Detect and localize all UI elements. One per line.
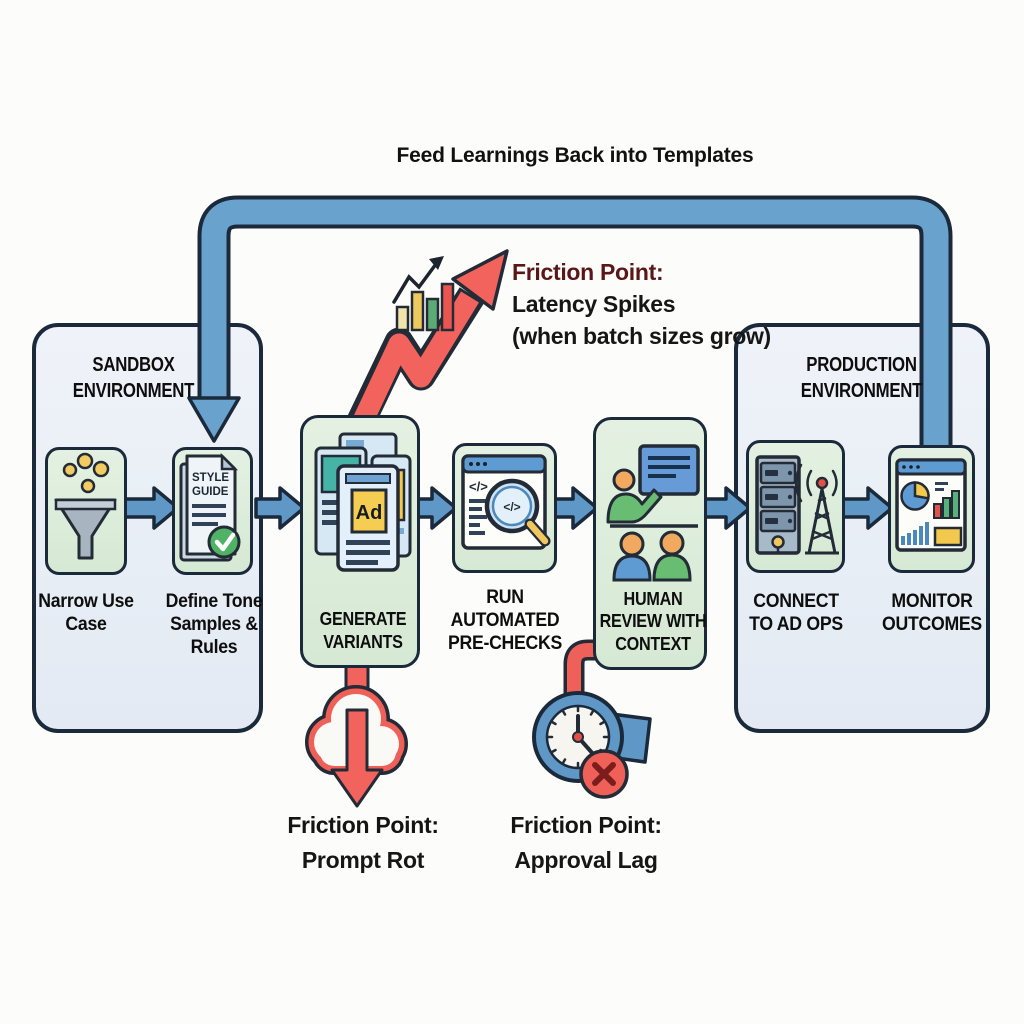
connect-ad-ops-box: [746, 440, 845, 573]
decay-cloud-arrow-icon: [305, 646, 408, 808]
feedback-loop-label: Feed Learnings Back into Templates: [396, 144, 754, 167]
friction-prompt-rot-heading: Friction Point:: [287, 812, 439, 838]
production-title: PRODUCTION ENVIRONMENT: [800, 354, 923, 403]
friction-latency-line1: Latency Spikes: [512, 291, 676, 317]
presentation-people-icon: [606, 444, 700, 582]
style-guide-doc-icon: STYLE GUIDE: [179, 452, 241, 562]
friction-latency-heading: Friction Point:: [512, 259, 664, 285]
arrow-sandbox-to-generate-icon: [254, 486, 306, 530]
arrow-prechecks-to-review-icon: [549, 486, 599, 530]
doc-title-line1: STYLE: [192, 472, 229, 484]
funnel-icon: [54, 452, 117, 560]
friction-prompt-rot-text: Friction Point: Prompt Rot: [268, 808, 458, 878]
prechecks-label: RUN AUTOMATED PRE-CHECKS: [447, 587, 563, 655]
narrow-use-case-label: Narrow Use Case: [38, 591, 134, 636]
clock-rejected-icon: [532, 639, 652, 799]
generate-variants-label: GENERATE VARIANTS: [319, 609, 407, 652]
human-review-box: HUMAN REVIEW WITH CONTEXT: [593, 417, 707, 670]
friction-latency-line2: (when batch sizes grow): [512, 323, 771, 349]
monitor-outcomes-box: [888, 445, 975, 573]
connect-ad-ops-label: CONNECT TO AD OPS: [749, 591, 843, 636]
human-review-label: HUMAN REVIEW WITH CONTEXT: [599, 588, 707, 654]
style-guide-box: STYLE GUIDE: [172, 447, 253, 575]
code-glyph-label: </>: [469, 479, 488, 494]
friction-approval-lag-text: Friction Point: Approval Lag: [486, 808, 686, 878]
dashboard-metrics-icon: [895, 458, 967, 552]
define-tone-label: Define Tone Samples & Rules: [165, 591, 263, 659]
prechecks-box: </> </>: [452, 443, 557, 573]
narrow-use-case-box: [45, 447, 127, 575]
friction-latency-text: Friction Point: Latency Spikes (when bat…: [512, 256, 792, 352]
friction-prompt-rot-line1: Prompt Rot: [301, 847, 425, 873]
magnifier-glyph-label: </>: [503, 500, 520, 514]
ad-badge-label: Ad: [356, 502, 383, 524]
arrow-generate-to-prechecks-icon: [412, 486, 458, 530]
ad-variant-cards-icon: Ad: [314, 432, 412, 572]
generate-variants-box: Ad GENERATE VARIANTS: [300, 415, 420, 668]
sandbox-title: SANDBOX ENVIRONMENT: [72, 354, 195, 403]
server-antenna-icon: [755, 455, 839, 555]
code-scan-magnifier-icon: </> </>: [461, 454, 551, 550]
doc-title-line2: GUIDE: [192, 486, 229, 498]
growth-chart-icon: [392, 256, 455, 332]
monitor-outcomes-label: MONITOR OUTCOMES: [882, 591, 982, 636]
friction-approval-lag-line1: Approval Lag: [514, 847, 658, 873]
friction-approval-lag-heading: Friction Point:: [510, 812, 662, 838]
